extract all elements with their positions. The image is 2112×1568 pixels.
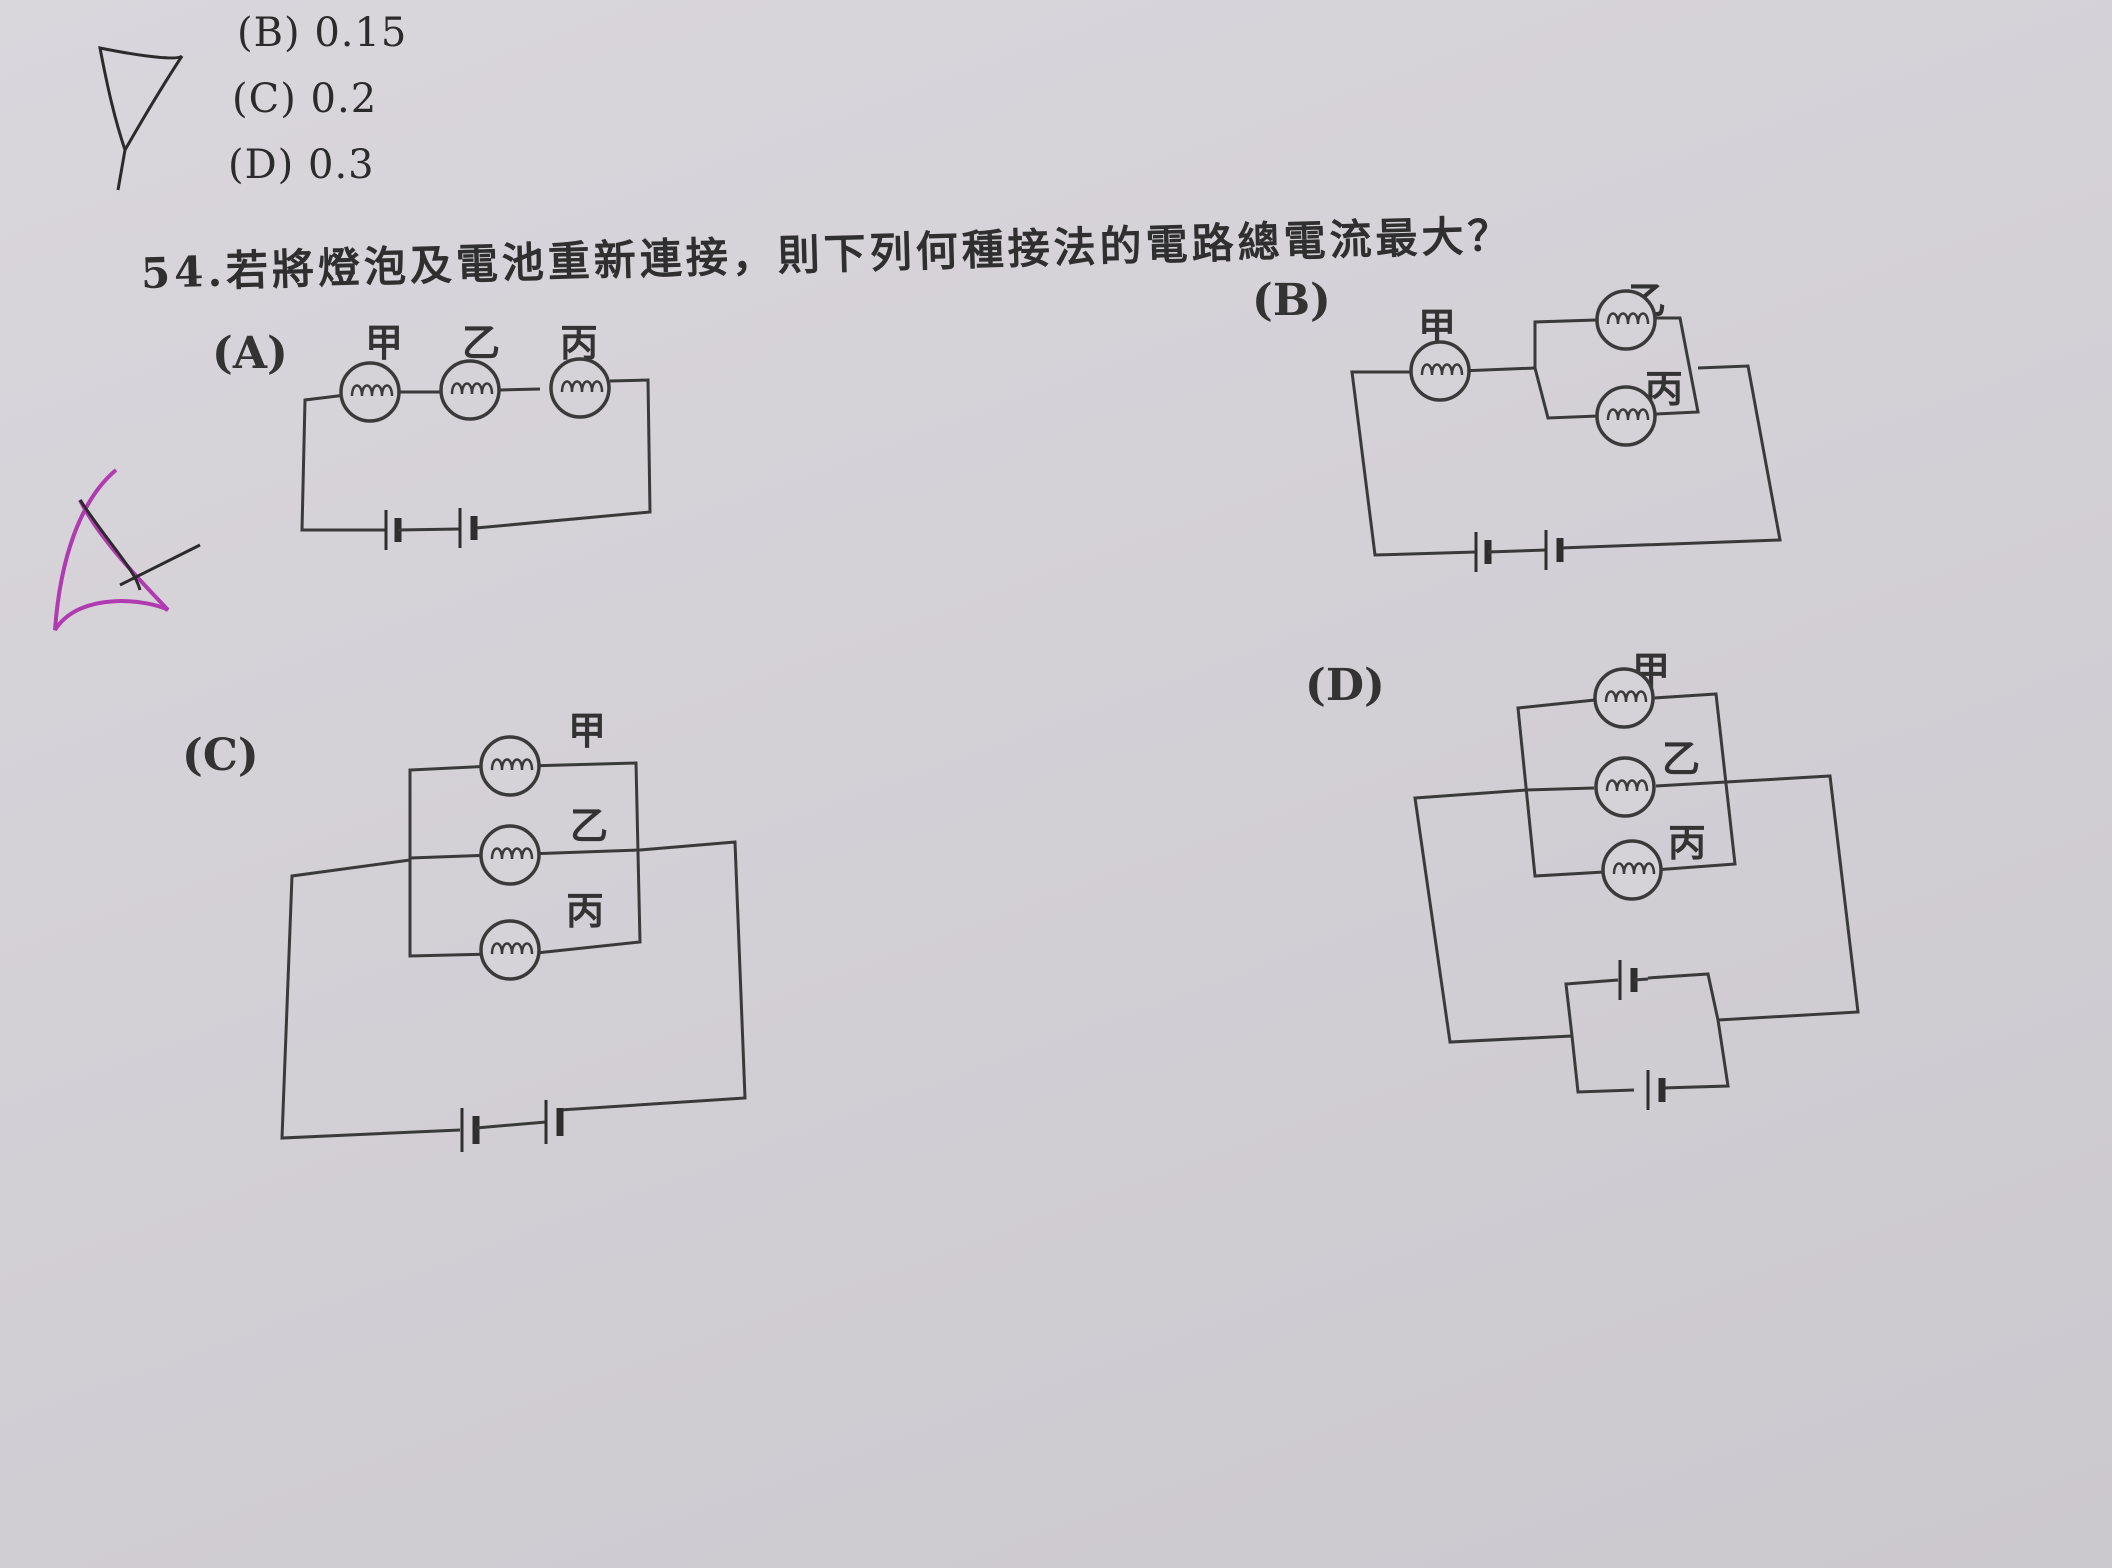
prev-option-b: (B) 0.15: [237, 10, 408, 56]
circuit-d: [1413, 667, 1860, 1110]
c-label-jia: 甲: [568, 708, 607, 753]
option-a-label: (A): [212, 328, 288, 379]
a-label-jia: 甲: [365, 320, 404, 365]
d-label-yi: 乙: [1662, 736, 1701, 781]
circuit-c: [280, 735, 747, 1152]
bulb-yi-icon: [1595, 289, 1657, 351]
handwritten-check-mark: [98, 46, 184, 191]
c-label-yi: 乙: [570, 803, 609, 848]
bulb-bing-icon: [479, 919, 541, 981]
a-label-yi: 乙: [462, 320, 501, 365]
prev-option-c: (C) 0.2: [232, 76, 378, 122]
handwritten-magenta-mark: [53, 468, 201, 632]
option-d-label: (D): [1305, 660, 1385, 711]
option-c-label: (C): [182, 730, 259, 781]
option-b-label: (B): [1252, 275, 1331, 326]
bulb-bing-icon: [1595, 385, 1657, 447]
circuit-a: [300, 357, 652, 550]
bulb-jia-icon: [339, 361, 401, 423]
bulb-jia-icon: [1409, 340, 1471, 402]
bulb-yi-icon: [479, 824, 541, 886]
prev-option-d: (D) 0.3: [228, 142, 375, 188]
bulb-jia-icon: [1593, 667, 1655, 729]
c-label-bing: 丙: [566, 888, 605, 933]
bulb-yi-icon: [1594, 756, 1656, 818]
bulb-jia-icon: [479, 735, 541, 797]
bulb-bing-icon: [1601, 839, 1663, 901]
d-label-bing: 丙: [1668, 820, 1707, 865]
circuit-b: [1350, 289, 1782, 572]
bulb-yi-icon: [439, 359, 501, 421]
bulb-bing-icon: [549, 357, 611, 419]
